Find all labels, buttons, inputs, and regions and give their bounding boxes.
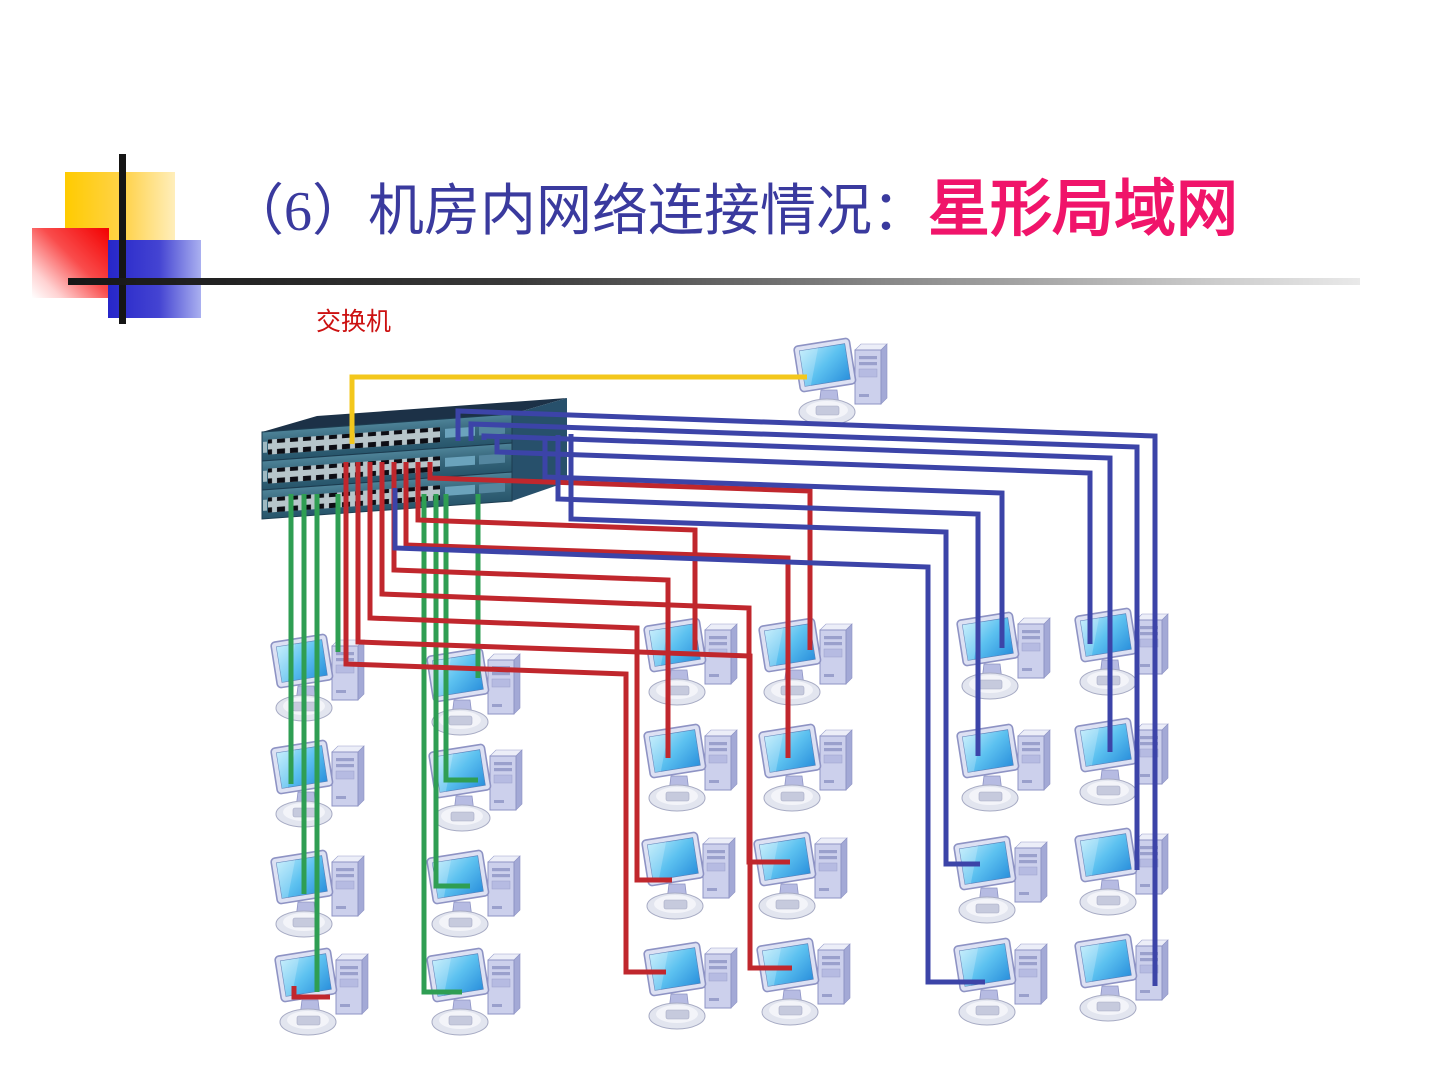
cable-red-pc-c3-r1	[415, 462, 698, 650]
cable-blue-pc-c5-r1	[542, 436, 1005, 648]
cable-red-pc-c4-r1	[427, 462, 813, 650]
pc-c4-r1	[757, 617, 853, 706]
pc-c2-r1	[425, 647, 521, 736]
cable-green-pc-c2-r4	[421, 494, 462, 995]
cable-blue-pc-c6-r1	[494, 439, 1093, 644]
pc-c2-r3	[425, 849, 521, 938]
cable-red-pc-c4-r4	[355, 462, 792, 971]
cable-yellow-pc-teacher	[349, 374, 807, 444]
decor-red-square	[32, 228, 109, 298]
title-highlight: 星形局域网	[928, 175, 1239, 244]
pc-c5-r2	[955, 723, 1051, 812]
switch-unit-2	[261, 442, 513, 491]
cable-blue-pc-c6-r3	[468, 421, 1140, 870]
cable-blue-pc-c6-r4	[455, 408, 1158, 986]
cable-blue-pc-c5-r4	[392, 488, 985, 985]
pc-c1-r4	[273, 947, 369, 1036]
title-prefix: （6）机房内网络连接情况：	[228, 181, 928, 243]
pc-c4-r3	[752, 831, 848, 920]
cable-red-pc-c3-r3	[367, 462, 672, 883]
pc-c5-r3	[952, 835, 1048, 924]
switch-label: 交换机	[316, 309, 392, 336]
pc-c4-r2	[757, 723, 853, 812]
cable-red-pc-c1-r4	[291, 986, 330, 1000]
pc-c3-r2	[642, 723, 738, 812]
switch-stack	[261, 398, 567, 520]
pc-c2-r2	[427, 743, 523, 832]
cables	[288, 374, 1158, 1000]
decor-vertical-line	[119, 154, 126, 324]
pc-teacher	[792, 337, 888, 426]
cable-blue-pc-c6-r2	[481, 433, 1113, 752]
pc-c3-r3	[640, 831, 736, 920]
pc-c4-r4	[755, 937, 851, 1026]
pc-c3-r4	[642, 941, 738, 1030]
cable-blue-pc-c5-r3	[568, 434, 980, 867]
cable-green-pc-c2-r3	[433, 494, 470, 889]
cable-red-pc-c3-r4	[343, 462, 666, 975]
page-title: （6）机房内网络连接情况：星形局域网	[228, 175, 1418, 244]
pc-c3-r1	[642, 617, 738, 706]
title-divider-rule	[68, 278, 1360, 285]
cable-green-pc-c2-r2	[443, 494, 478, 783]
cable-red-pc-c4-r3	[379, 462, 790, 865]
switch-top-face	[262, 398, 567, 432]
cable-red-pc-c4-r2	[403, 462, 791, 758]
cable-blue-pc-c5-r2	[555, 435, 981, 756]
